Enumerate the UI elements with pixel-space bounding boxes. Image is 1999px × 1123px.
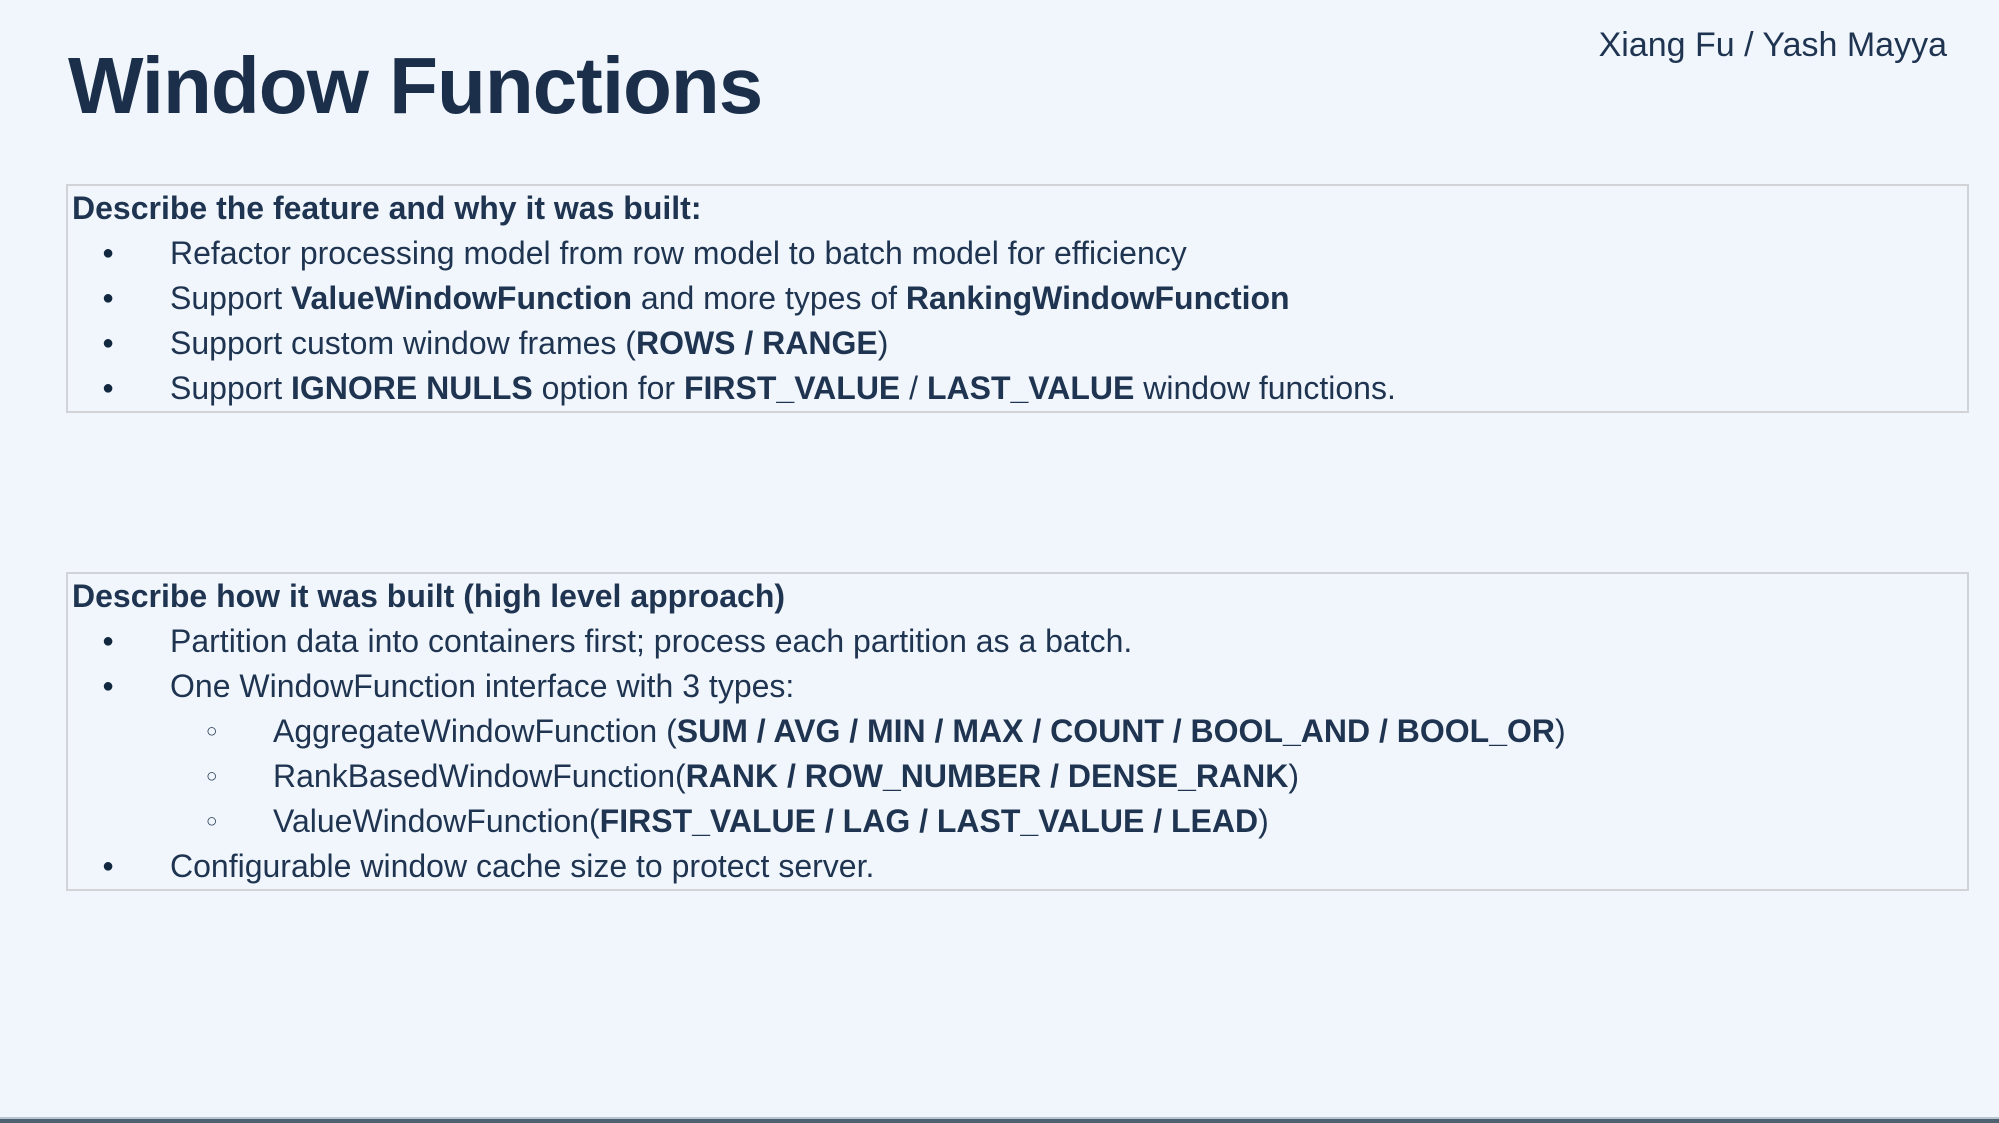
text-run: One WindowFunction interface with 3 type… (170, 668, 795, 704)
text-run: RankBasedWindowFunction( (273, 758, 686, 794)
hollow-bullet-icon: ○ (206, 766, 218, 787)
filled-bullet-icon: ● (102, 675, 115, 697)
bullet-item: ● Support ValueWindowFunction and more ty… (68, 276, 1967, 321)
text-run: ) (1258, 803, 1269, 839)
bold-text-run: ROWS / RANGE (635, 325, 878, 361)
text-run: ValueWindowFunction( (273, 803, 600, 839)
text-run: and more types of (632, 280, 906, 316)
bold-text-run: FIRST_VALUE / LAG / LAST_VALUE / LEAD (599, 803, 1259, 839)
text-run: ) (1555, 713, 1566, 749)
text-run: Refactor processing model from row model… (170, 235, 1187, 271)
box-header: Describe how it was built (high level ap… (72, 578, 786, 614)
bullet-item: ● Partition data into containers first; p… (68, 619, 1967, 664)
text-run: ) (1288, 758, 1299, 794)
bold-text-run: FIRST_VALUE (683, 370, 901, 406)
bullet-item: ● One WindowFunction interface with 3 typ… (68, 664, 1967, 709)
text-run: / (900, 370, 927, 406)
text-run: window functions. (1134, 370, 1396, 406)
bullet-item: ● Support custom window frames (ROWS / RA… (68, 321, 1967, 366)
box-header: Describe the feature and why it was buil… (72, 190, 702, 226)
bold-text-run: IGNORE NULLS (290, 370, 533, 406)
bold-text-run: ValueWindowFunction (290, 280, 632, 316)
bold-text-run: LAST_VALUE (926, 370, 1135, 406)
hollow-bullet-icon: ○ (206, 811, 218, 832)
bullet-item: ● Refactor processing model from row mode… (68, 231, 1967, 276)
text-run: option for (532, 370, 684, 406)
hollow-bullet-icon: ○ (206, 721, 218, 742)
filled-bullet-icon: ● (102, 377, 115, 399)
filled-bullet-icon: ● (102, 332, 115, 354)
text-run: Configurable window cache size to protec… (170, 848, 875, 884)
bold-text-run: RANK / ROW_NUMBER / DENSE_RANK (685, 758, 1289, 794)
page-title: Window Functions (68, 41, 763, 130)
filled-bullet-icon: ● (102, 630, 115, 652)
text-run: Support custom window frames ( (170, 325, 636, 361)
filled-bullet-icon: ● (102, 242, 115, 264)
filled-bullet-icon: ● (102, 855, 115, 877)
bullet-item: ○ AggregateWindowFunction (SUM / AVG / MI… (68, 709, 1967, 754)
text-run: AggregateWindowFunction ( (273, 713, 677, 749)
text-run: Support (170, 280, 291, 316)
text-run: ) (877, 325, 889, 361)
feature-description-box[interactable]: Describe the feature and why it was buil… (66, 184, 1969, 413)
bullet-item: ● Support IGNORE NULLS option for FIRST_V… (68, 366, 1967, 411)
bullet-item: ○ RankBasedWindowFunction(RANK / ROW_NUMB… (68, 754, 1967, 799)
approach-description-box[interactable]: Describe how it was built (high level ap… (66, 572, 1969, 891)
bullet-item: ● Configurable window cache size to prote… (68, 844, 1967, 889)
bottom-edge-bar (0, 1117, 1999, 1123)
text-run: Support (170, 370, 291, 406)
bold-text-run: RankingWindowFunction (905, 280, 1290, 316)
filled-bullet-icon: ● (102, 287, 115, 309)
bullet-item: ○ ValueWindowFunction(FIRST_VALUE / LAG /… (68, 799, 1967, 844)
authors-text: Xiang Fu / Yash Mayya (1598, 26, 1947, 64)
bold-text-run: SUM / AVG / MIN / MAX / COUNT / BOOL_AND… (676, 713, 1556, 749)
text-run: Partition data into containers first; pr… (170, 623, 1133, 659)
